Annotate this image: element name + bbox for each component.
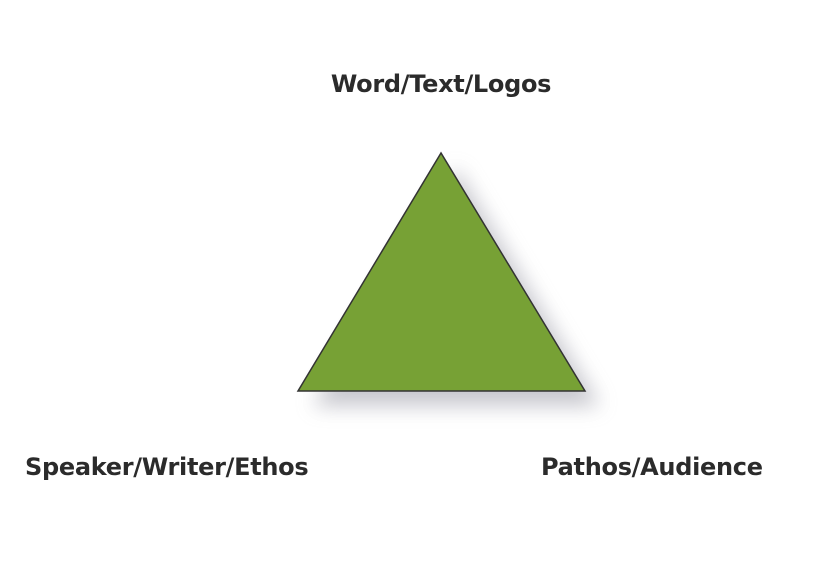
label-pathos: Pathos/Audience bbox=[541, 453, 763, 481]
label-ethos: Speaker/Writer/Ethos bbox=[25, 453, 309, 481]
label-logos: Word/Text/Logos bbox=[330, 70, 552, 98]
rhetorical-triangle bbox=[296, 151, 587, 392]
